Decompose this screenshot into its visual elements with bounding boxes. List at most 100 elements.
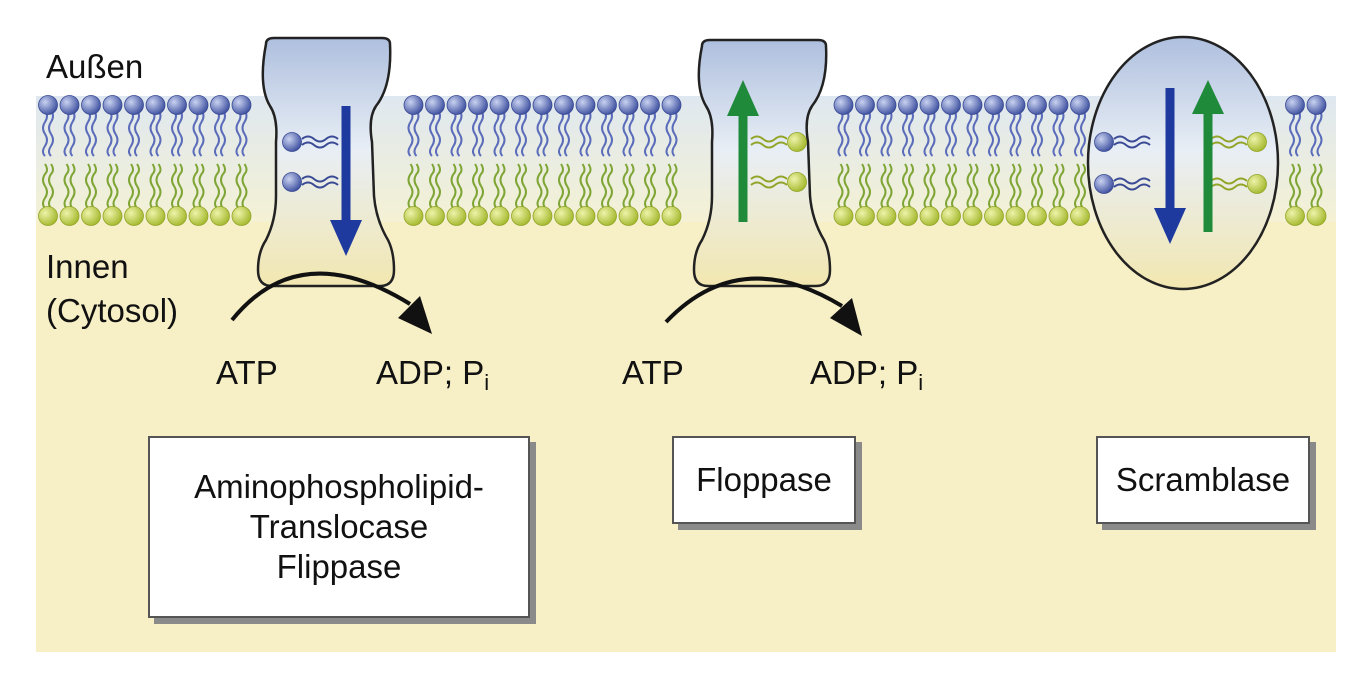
inner-lipid-tail: [1080, 163, 1086, 209]
inner-lipid-tail: [1009, 163, 1016, 209]
outer-lipid-tail: [429, 109, 435, 157]
cytosol-label: (Cytosol): [46, 292, 179, 329]
outer-lipid-head: [1306, 95, 1327, 115]
outer-lipid-tail: [177, 109, 183, 157]
inner-lipid-tail: [214, 163, 220, 209]
outer-lipid-tail: [413, 109, 420, 157]
inner-lipid-head: [81, 206, 101, 226]
inner-lipid-head: [661, 206, 682, 226]
outer-lipid-tail: [880, 109, 887, 157]
inner-lipid-tail: [1295, 163, 1301, 209]
atp-label-1: ATP: [216, 354, 278, 391]
adp-label-1: ADP; Pi: [376, 354, 490, 395]
inner-lipid-tail: [241, 163, 248, 209]
outer-lipid-tail: [521, 109, 527, 157]
lipid-tail: [1113, 135, 1151, 143]
scramblase-inward-arrow: [1154, 88, 1186, 244]
outer-lipid-tail: [235, 109, 242, 157]
inner-lipid-head: [984, 206, 1004, 226]
outer-lipid-tail: [650, 109, 656, 157]
outer-lipid-head: [984, 95, 1004, 115]
inner-lipid-head: [898, 206, 918, 226]
outer-lipid-tail: [671, 109, 678, 157]
inner-lipid-tail: [407, 163, 414, 209]
inner-lipid-head: [102, 206, 123, 226]
outer-lipid-tail: [966, 109, 973, 157]
outer-lipid-head: [855, 95, 875, 115]
outer-lipid-tail: [499, 109, 506, 157]
outer-lipid-tail: [622, 109, 629, 157]
inner-lipid-head: [425, 206, 445, 226]
inner-lipid-tail: [42, 163, 48, 209]
outer-lipid-tail: [112, 109, 119, 157]
lipid-tail: [750, 181, 788, 189]
outer-lipid-head: [145, 95, 166, 115]
lipid-tail: [1210, 135, 1248, 143]
inner-lipid-tail: [112, 163, 119, 209]
inner-lipid-head: [833, 206, 854, 226]
scramblase-name-box: Scramblase: [1096, 436, 1310, 524]
lipid-tail: [1113, 141, 1151, 149]
inner-lipid-head: [446, 206, 467, 226]
lipid-tail: [750, 141, 788, 149]
inner-lipid-tail: [472, 163, 478, 209]
inner-lipid-head: [919, 206, 940, 226]
floppase-transport-arrow: [727, 80, 759, 222]
outer-lipid-tail: [628, 109, 635, 157]
inner-lipid-head: [489, 206, 510, 226]
outer-lipid-tail: [923, 109, 930, 157]
inner-lipid-tail: [171, 163, 177, 209]
flippase-protein: [256, 36, 396, 288]
outer-lipid-head: [876, 95, 897, 115]
inner-lipid-tail: [951, 163, 957, 209]
outer-lipid-tail: [450, 109, 457, 157]
outer-lipid-head: [425, 95, 445, 115]
inner-lipid-tail: [413, 163, 420, 209]
flippase-name-line-2: Translocase: [249, 508, 429, 545]
outer-lipid-head: [102, 95, 123, 115]
inner-lipid-tail: [929, 163, 936, 209]
inner-lipid-tail: [542, 163, 549, 209]
inner-lipid-head: [1027, 206, 1047, 226]
lipid-tail: [750, 135, 788, 143]
lipid-head: [787, 132, 807, 152]
inner-lipid-head: [167, 206, 187, 226]
inner-lipid-head: [640, 206, 660, 226]
outer-lipid-tail: [1015, 109, 1022, 157]
inner-lipid-tail: [48, 163, 54, 209]
lipid-tail: [750, 175, 788, 183]
outer-lipid-head: [1070, 95, 1090, 115]
outer-lipid-tail: [515, 109, 521, 157]
inner-lipid-tail: [69, 163, 76, 209]
outer-lipid-tail: [542, 109, 549, 157]
outer-lipid-tail: [564, 109, 570, 157]
inner-lipid-head: [876, 206, 897, 226]
inner-lipid-tail: [106, 163, 113, 209]
inner-lipid-tail: [128, 163, 134, 209]
outer-lipid-head: [188, 95, 209, 115]
outer-lipid-head: [919, 95, 940, 115]
scramblase-protein: [1086, 35, 1280, 291]
inner-lipid-tail: [880, 163, 887, 209]
inner-lipid-tail: [220, 163, 226, 209]
outer-lipid-tail: [1080, 109, 1086, 157]
scramblase-name: Scramblase: [1115, 461, 1291, 498]
outer-lipid-tail: [665, 109, 672, 157]
inner-lipid-tail: [966, 163, 973, 209]
inner-lipid-head: [124, 206, 144, 226]
outer-lipid-tail: [859, 109, 865, 157]
inner-lipid-tail: [622, 163, 629, 209]
outer-lipid-tail: [951, 109, 957, 157]
outer-lipid-tail: [994, 109, 1000, 157]
outer-lipid-head: [941, 95, 961, 115]
inner-lipid-head: [1306, 206, 1327, 226]
outer-lipid-tail: [607, 109, 613, 157]
outer-lipid-tail: [1316, 109, 1323, 157]
outer-lipid-tail: [579, 109, 586, 157]
scramblase-outward-arrow: [1192, 80, 1224, 232]
inner-lipid-tail: [908, 163, 914, 209]
inner-lipid-head: [1005, 206, 1026, 226]
outer-lipid-head: [446, 95, 467, 115]
outer-lipid-tail: [149, 109, 156, 157]
